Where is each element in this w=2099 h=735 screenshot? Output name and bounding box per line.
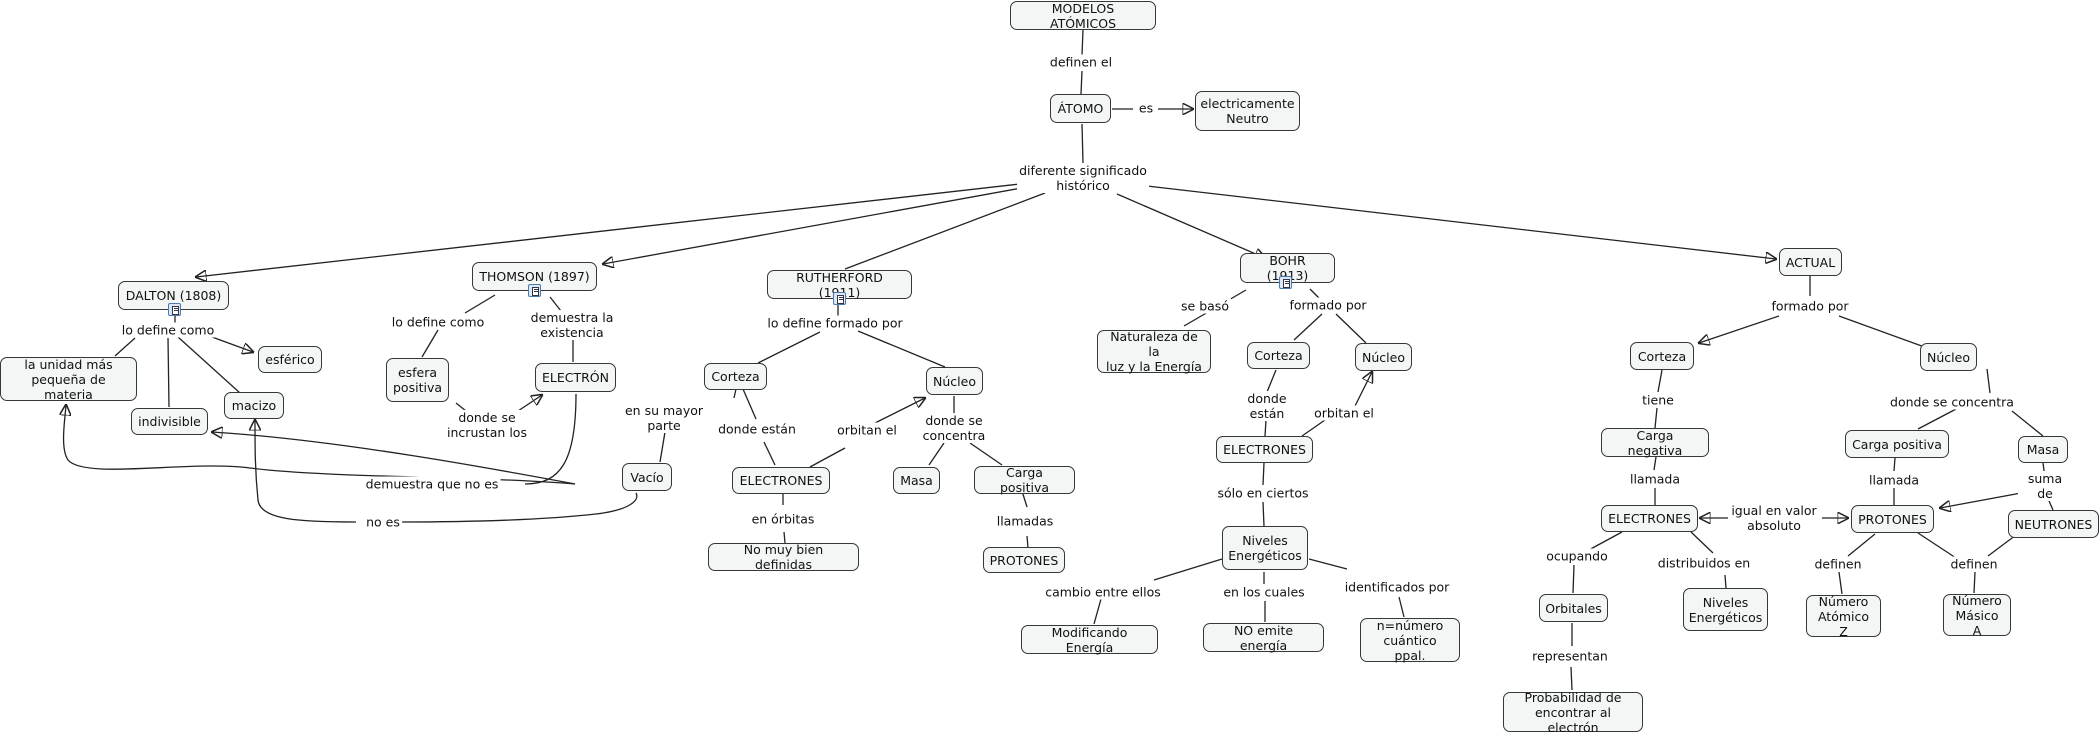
node-atomo[interactable]: ÁTOMO xyxy=(1050,94,1111,123)
node-actual[interactable]: ACTUAL xyxy=(1779,248,1842,276)
node-masa[interactable]: Masa xyxy=(893,467,940,494)
link-label-demuestra-existencia: demuestra la existencia xyxy=(528,310,616,340)
node-modificando-energia[interactable]: Modificando Energía xyxy=(1021,625,1158,655)
link-label-es: es xyxy=(1136,100,1156,116)
node-modelos-atomicos[interactable]: MODELOS ATÓMICOS xyxy=(1010,1,1156,31)
node-esfera-positiva[interactable]: esfera positiva xyxy=(386,358,449,402)
link-label-solo-en-ciertos: sólo en ciertos xyxy=(1215,485,1311,501)
resource-icon[interactable] xyxy=(1279,276,1292,289)
link-label-distribuidos-en: distribuidos en xyxy=(1655,555,1753,571)
link-label-definen-el: definen el xyxy=(1047,54,1115,70)
node-actual-carga-positiva[interactable]: Carga positiva xyxy=(1845,430,1949,458)
node-orbitales[interactable]: Orbitales xyxy=(1539,594,1608,622)
node-actual-masa[interactable]: Masa xyxy=(2018,436,2068,463)
resource-icon[interactable] xyxy=(528,284,541,297)
node-rutherford-corteza[interactable]: Corteza xyxy=(704,363,767,390)
node-carga-positiva[interactable]: Carga positiva xyxy=(974,465,1075,495)
link-label-tiene: tiene xyxy=(1640,392,1676,408)
node-actual-corteza[interactable]: Corteza xyxy=(1630,342,1694,370)
link-label-llamada: llamada xyxy=(1627,471,1683,487)
link-label-no-es: no es xyxy=(364,514,402,530)
node-electron[interactable]: ELECTRÓN xyxy=(535,363,616,392)
link-label-en-orbitas: en órbitas xyxy=(749,511,817,527)
node-numero-atomico-z[interactable]: Número Atómico Z xyxy=(1806,594,1881,639)
node-naturaleza-luz-energia[interactable]: Naturaleza de la luz y la Energía xyxy=(1097,329,1211,374)
node-indivisible[interactable]: indivisible xyxy=(131,408,208,435)
link-label-igual-valor-absoluto: igual en valor absoluto xyxy=(1729,503,1819,533)
link-label-en-los-cuales: en los cuales xyxy=(1221,584,1307,600)
link-label-lo-define-formado: lo define formado por xyxy=(765,315,905,331)
link-label-formado-por: formado por xyxy=(1287,297,1369,313)
link-label-suma-de: suma de xyxy=(2018,471,2072,501)
node-unidad-mas-pequena[interactable]: la unidad más pequeña de materia xyxy=(0,357,137,402)
link-label-lo-define-como: lo define como xyxy=(119,322,217,338)
node-rutherford-electrones[interactable]: ELECTRONES xyxy=(732,467,830,494)
node-niveles-energeticos-actual[interactable]: Niveles Energéticos xyxy=(1683,588,1768,631)
node-no-muy-bien-definidas[interactable]: No muy bien definidas xyxy=(708,542,859,572)
link-label-llamada: llamada xyxy=(1866,472,1922,488)
link-label-cambio-entre-ellos: cambio entre ellos xyxy=(1043,584,1163,600)
node-bohr-corteza[interactable]: Corteza xyxy=(1247,342,1310,369)
link-label-ocupando: ocupando xyxy=(1544,548,1610,564)
node-rutherford-protones[interactable]: PROTONES xyxy=(983,547,1065,573)
node-rutherford-nucleo[interactable]: Núcleo xyxy=(926,367,983,395)
node-esferico[interactable]: esférico xyxy=(258,346,322,373)
link-label-definen: definen xyxy=(1948,556,2000,572)
node-vacio[interactable]: Vacío xyxy=(622,463,672,491)
node-n-numero-cuantico[interactable]: n=número cuántico ppal. xyxy=(1360,618,1460,663)
link-label-donde-incrustan: donde se incrustan los xyxy=(445,410,529,440)
node-actual-protones[interactable]: PROTONES xyxy=(1851,505,1934,533)
link-label-donde-se-concentra: donde se concentra xyxy=(1888,394,2016,410)
resource-icon[interactable] xyxy=(833,292,846,305)
node-no-emite-energia[interactable]: NO emite energía xyxy=(1203,623,1324,653)
node-numero-masico-a[interactable]: Número Másico A xyxy=(1943,593,2011,638)
node-dalton[interactable]: DALTON (1808) xyxy=(118,281,229,310)
link-label-definen: definen xyxy=(1812,556,1864,572)
link-label-demuestra-no-es: demuestra que no es xyxy=(363,476,501,492)
node-bohr-nucleo[interactable]: Núcleo xyxy=(1355,343,1412,371)
node-actual-nucleo[interactable]: Núcleo xyxy=(1920,343,1977,371)
link-label-identificados-por: identificados por xyxy=(1342,579,1452,595)
link-label-se-baso: se basó xyxy=(1179,298,1231,314)
link-label-orbitan-el: orbitan el xyxy=(835,422,899,438)
link-label-representan: representan xyxy=(1530,648,1610,664)
node-bohr-electrones[interactable]: ELECTRONES xyxy=(1216,436,1313,463)
link-label-lo-define-como: lo define como xyxy=(389,314,487,330)
node-electricamente-neutro[interactable]: electricamente Neutro xyxy=(1195,91,1300,131)
resource-icon[interactable] xyxy=(168,303,181,316)
node-neutrones[interactable]: NEUTRONES xyxy=(2008,510,2099,538)
link-label-orbitan-el: orbitan el xyxy=(1312,405,1376,421)
link-label-donde-estan: donde están xyxy=(716,421,798,437)
link-label-en-su-mayor-parte: en su mayor parte xyxy=(622,403,706,433)
link-label-diferente-significado: diferente significado histórico xyxy=(1017,163,1149,193)
node-actual-electrones[interactable]: ELECTRONES xyxy=(1601,505,1698,532)
link-label-donde-estan: donde están xyxy=(1245,391,1289,421)
link-label-donde-concentra: donde se concentra xyxy=(920,413,988,443)
link-label-formado-por: formado por xyxy=(1769,298,1851,314)
node-probabilidad-electron[interactable]: Probabilidad de encontrar al electrón xyxy=(1503,690,1643,735)
link-label-llamadas: llamadas xyxy=(994,513,1056,529)
node-niveles-energeticos-bohr[interactable]: Niveles Energéticos xyxy=(1222,526,1308,570)
node-macizo[interactable]: macizo xyxy=(224,392,284,419)
node-carga-negativa[interactable]: Carga negativa xyxy=(1601,428,1709,458)
